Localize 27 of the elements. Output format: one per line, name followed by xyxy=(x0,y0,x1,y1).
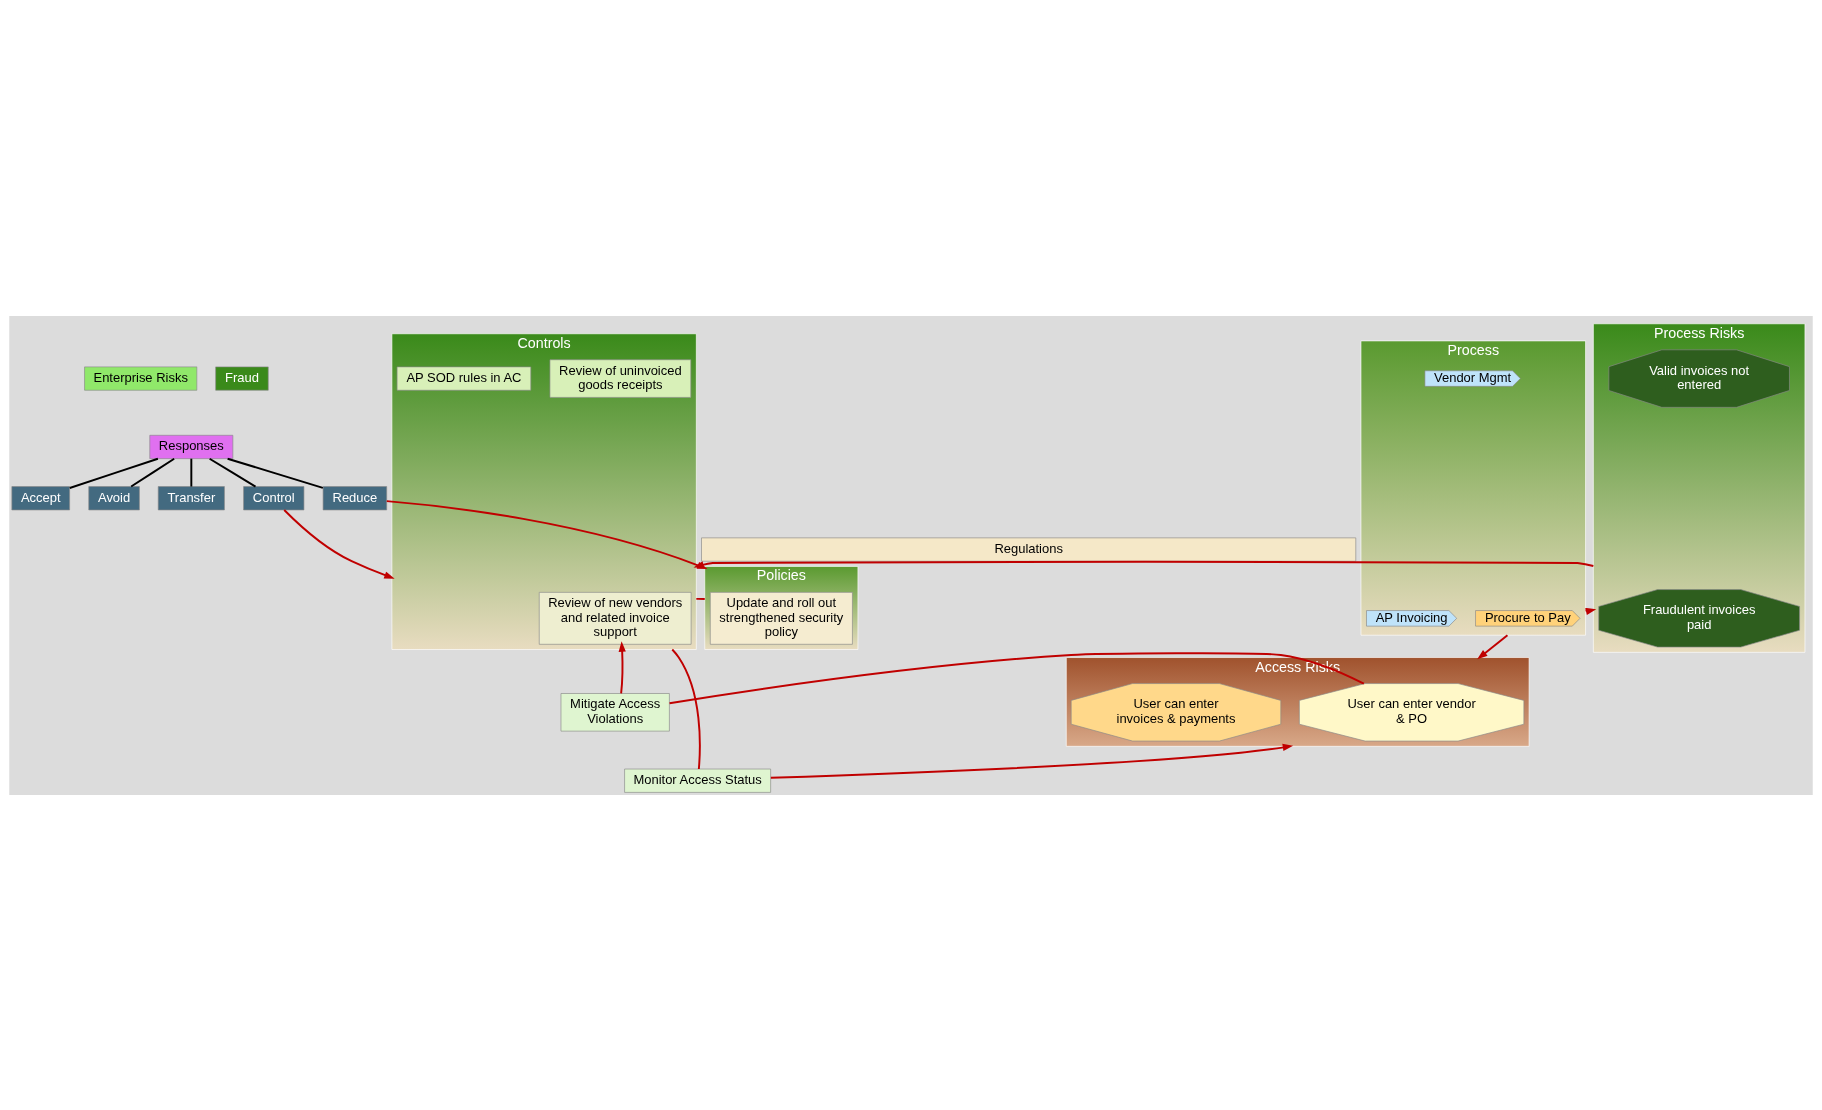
node-box: Review of uninvoiced goods receipts xyxy=(549,358,692,398)
node-box: AP SOD rules in AC xyxy=(396,366,532,391)
connector xyxy=(668,651,1365,704)
connector xyxy=(190,457,193,488)
arrow xyxy=(283,508,395,579)
connector xyxy=(695,597,706,600)
node-box: Reduce xyxy=(322,485,388,510)
node-box: Responses xyxy=(149,434,234,459)
node-box: Transfer xyxy=(157,485,225,510)
node-box: Fraud xyxy=(215,366,269,391)
node-box: Mitigate Access Violations xyxy=(560,692,670,731)
node-box: Monitor Access Status xyxy=(624,768,771,793)
connector xyxy=(130,457,176,488)
node-box: Enterprise Risks xyxy=(84,366,198,391)
node-box: Regulations xyxy=(701,537,1357,562)
connector xyxy=(226,457,324,489)
node-box: Accept xyxy=(11,485,70,510)
node-box: Review of new vendors and related invoice support xyxy=(538,591,692,645)
arrow xyxy=(1477,633,1509,659)
connector xyxy=(671,648,701,770)
node-box: Control xyxy=(243,485,305,510)
connector xyxy=(68,457,159,489)
connector xyxy=(208,457,257,488)
arrow xyxy=(769,743,1294,779)
node-box: Avoid xyxy=(88,485,140,510)
node-box: Update and roll out strengthened security policy xyxy=(709,591,853,645)
arrow xyxy=(618,640,626,694)
